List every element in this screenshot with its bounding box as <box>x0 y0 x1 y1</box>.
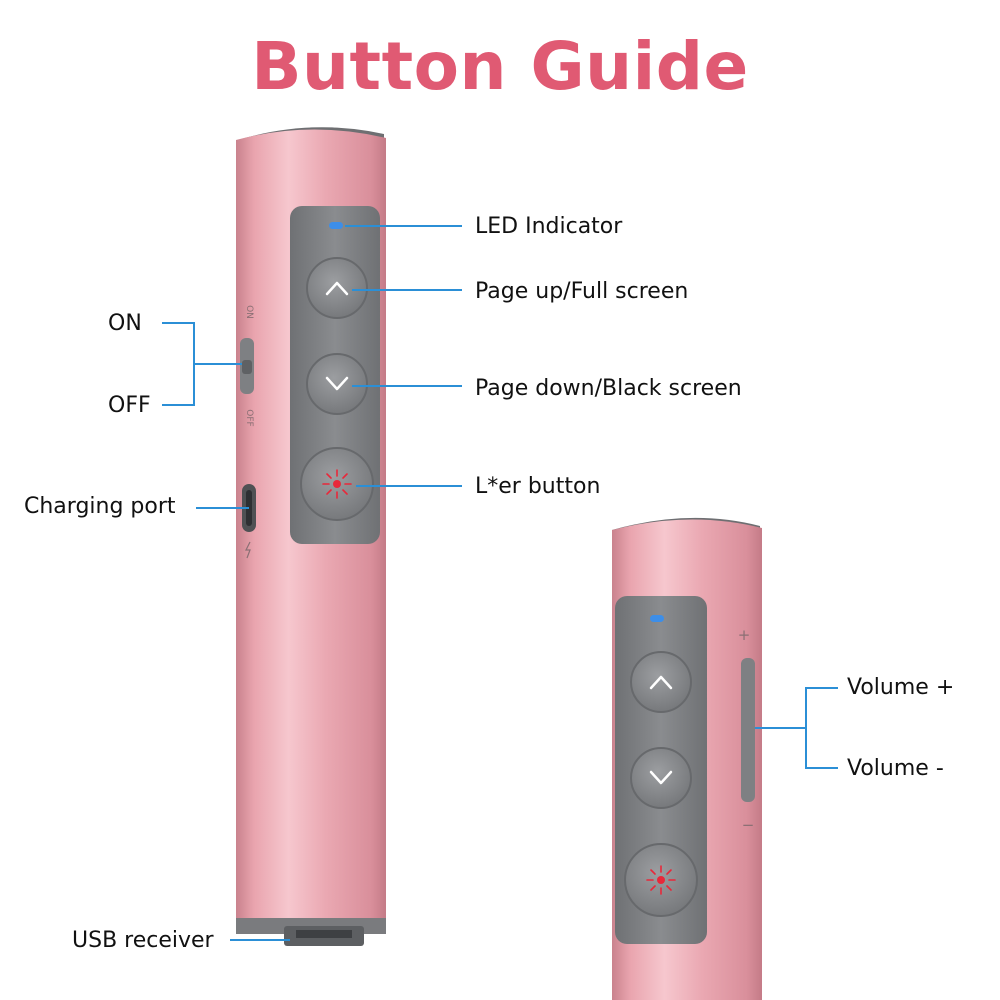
usb-receiver-label: USB receiver <box>72 928 214 953</box>
off-label: OFF <box>108 393 151 418</box>
volume-bracket <box>805 687 838 769</box>
laser-burst-icon <box>322 469 352 499</box>
laser-button-label: L*er button <box>475 474 601 499</box>
callout-lines <box>162 225 838 941</box>
volume-down-label: Volume - <box>847 756 944 781</box>
page-up-label: Page up/Full screen <box>475 279 689 304</box>
volume-plus-mark: + <box>738 626 751 644</box>
down-arrow-icon <box>649 770 673 785</box>
page-up-button[interactable] <box>630 651 692 713</box>
down-arrow-icon <box>325 376 349 391</box>
volume-minus-mark: − <box>742 816 755 834</box>
led-indicator <box>650 615 664 622</box>
presenter-device-front: ON OFF <box>236 127 386 946</box>
on-off-bracket <box>162 322 195 406</box>
lightning-icon <box>245 541 251 559</box>
up-arrow-icon <box>649 675 673 690</box>
on-label: ON <box>108 311 142 336</box>
page-down-button[interactable] <box>630 747 692 809</box>
volume-rocker[interactable] <box>741 658 755 802</box>
up-arrow-icon <box>325 281 349 296</box>
page-down-label: Page down/Black screen <box>475 376 742 401</box>
switch-on-mark: ON <box>244 305 254 319</box>
presenter-device-angled: + − <box>612 517 762 1000</box>
volume-up-label: Volume + <box>847 675 955 700</box>
page-down-button[interactable] <box>306 353 368 415</box>
charging-port-label: Charging port <box>24 494 176 519</box>
switch-off-mark: OFF <box>244 409 254 426</box>
led-indicator <box>329 222 343 229</box>
page-up-button[interactable] <box>306 257 368 319</box>
laser-burst-icon <box>646 865 676 895</box>
led-indicator-label: LED Indicator <box>475 214 623 239</box>
page-title: Button Guide <box>251 28 749 105</box>
